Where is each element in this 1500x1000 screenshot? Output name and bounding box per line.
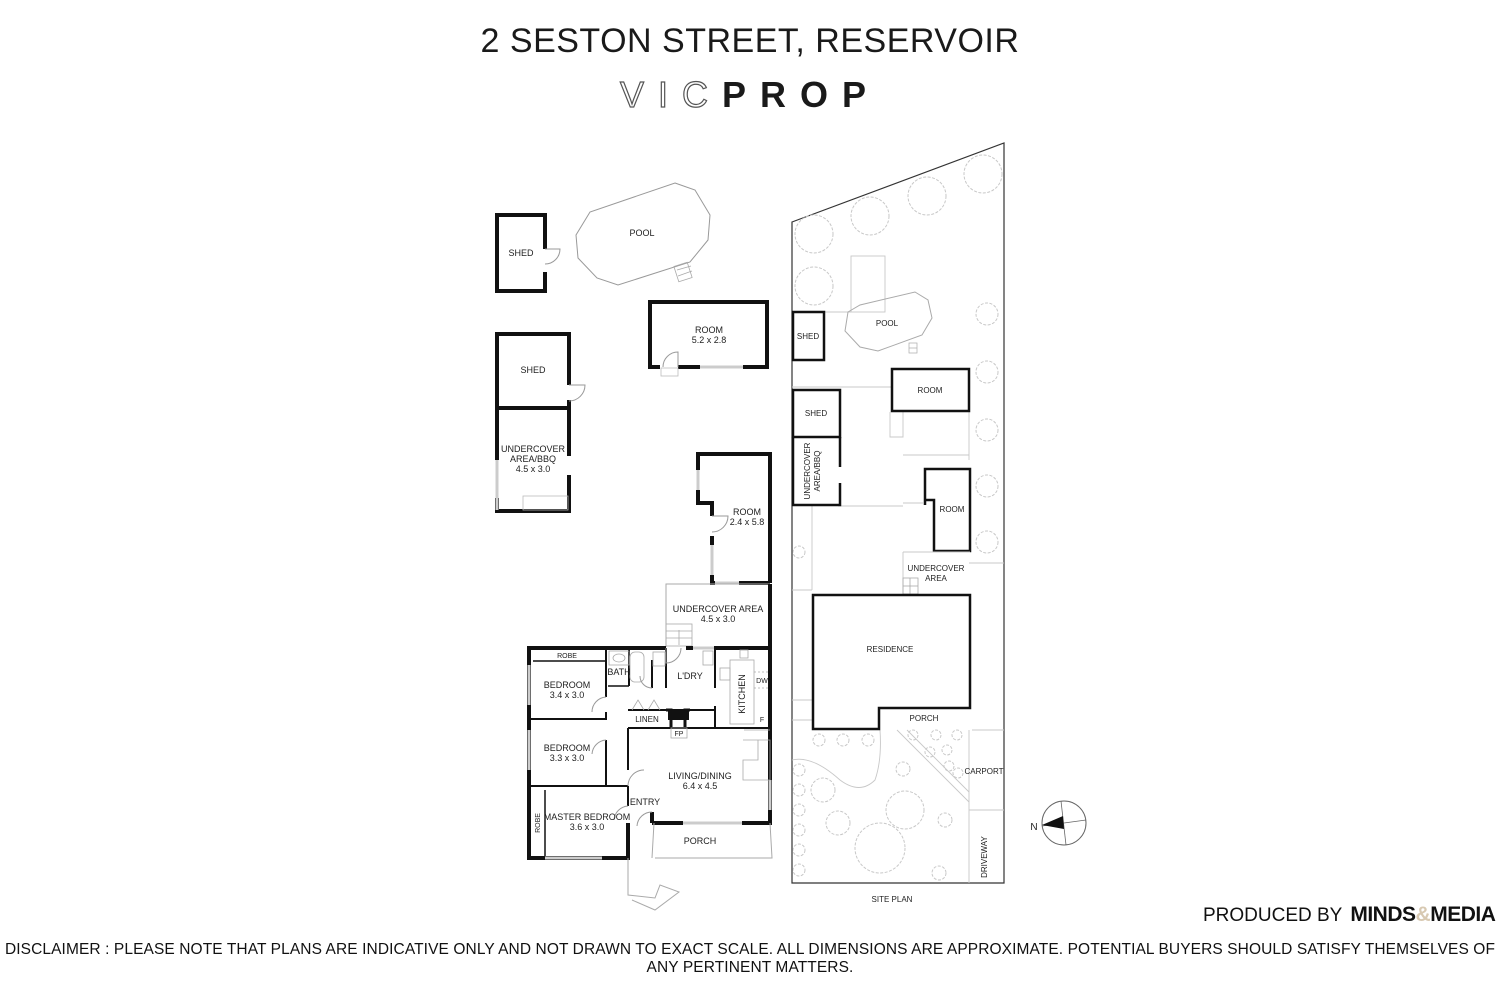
undercover-area-label: UNDERCOVER AREA <box>673 604 764 614</box>
master-bedroom-dims: 3.6 x 3.0 <box>570 822 605 832</box>
brand-logo-outline: VIC <box>619 73 722 115</box>
master-bedroom-label: MASTER BEDROOM <box>544 812 631 822</box>
fireplace-label: FP <box>675 731 684 738</box>
laundry-label: L'DRY <box>677 671 703 681</box>
bedroom-2-dims: 3.3 x 3.0 <box>550 753 585 763</box>
fridge-label: F <box>760 717 764 724</box>
produced-by-label: PRODUCED BY <box>1203 905 1343 926</box>
site-shed-2-label: SHED <box>805 409 827 418</box>
bedroom-1-label: BEDROOM <box>544 680 591 690</box>
floor-plan: SHED POOL ROOM 5.2 x 2.8 <box>495 182 773 911</box>
room-rear: ROOM 2.4 x 5.8 <box>696 452 772 585</box>
bedroom-1-dims: 3.4 x 3.0 <box>550 690 585 700</box>
compass-north-label: N <box>1030 822 1037 833</box>
property-address-title: 2 SESTON STREET, RESERVOIR <box>480 22 1020 60</box>
site-porch-label: PORCH <box>910 714 939 723</box>
main-house: ROBE BATH L'DRY KITCHEN DW F BEDROOM 3.4… <box>527 646 773 911</box>
site-plan-title: SITE PLAN <box>872 895 913 904</box>
undercover-bbq-dims: 4.5 x 3.0 <box>516 464 551 474</box>
brand-logo: VICPROP <box>0 73 1500 116</box>
compass-icon: N <box>1030 800 1087 846</box>
producer-name-part2: MEDIA <box>1430 903 1496 926</box>
site-undercover-bbq-label-2: AREA/BBQ <box>813 451 822 492</box>
robe-2-label: ROBE <box>535 813 542 833</box>
room-outbuilding: ROOM 5.2 x 2.8 <box>648 300 769 377</box>
living-dining-dims: 6.4 x 4.5 <box>683 781 718 791</box>
bedroom-2-label: BEDROOM <box>544 743 591 753</box>
room-outbuilding-label: ROOM <box>695 325 723 335</box>
undercover-area: UNDERCOVER AREA 4.5 x 3.0 <box>665 583 772 647</box>
room-outbuilding-dims: 5.2 x 2.8 <box>692 335 727 345</box>
producer-logo: MINDS&MEDIA <box>1350 903 1496 926</box>
site-shed-1-label: SHED <box>797 332 819 341</box>
site-plan: SHED POOL ROOM SHED UNDERCOVER AREA/BBQ … <box>791 142 1087 904</box>
room-rear-dims: 2.4 x 5.8 <box>730 517 765 527</box>
shed-2-label: SHED <box>520 365 546 375</box>
disclaimer-text: DISCLAIMER : PLEASE NOTE THAT PLANS ARE … <box>4 941 1496 976</box>
producer-ampersand: & <box>1415 903 1431 926</box>
site-undercover-label-1: UNDERCOVER <box>908 564 965 573</box>
site-driveway-label: DRIVEWAY <box>980 835 989 877</box>
kitchen-label: KITCHEN <box>737 674 747 714</box>
undercover-bbq-label-2: AREA/BBQ <box>510 454 556 464</box>
shed-1: SHED <box>495 213 561 293</box>
living-dining-label: LIVING/DINING <box>668 771 732 781</box>
shed-1-label: SHED <box>508 248 534 258</box>
dw-label: DW <box>756 678 768 685</box>
site-pool-label: POOL <box>876 319 899 328</box>
site-undercover-label-2: AREA <box>925 574 947 583</box>
undercover-bbq-label-1: UNDERCOVER <box>501 444 566 454</box>
entry-label: ENTRY <box>630 797 660 807</box>
pool-label: POOL <box>629 228 654 238</box>
porch-label: PORCH <box>684 836 717 846</box>
site-undercover-bbq-label-1: UNDERCOVER <box>803 442 812 499</box>
producer-name-part1: MINDS <box>1350 903 1416 926</box>
linen-label: LINEN <box>635 715 659 724</box>
brand-logo-solid: PROP <box>721 74 881 115</box>
trees <box>792 154 1003 881</box>
site-residence-label: RESIDENCE <box>867 645 914 654</box>
site-room-1-label: ROOM <box>918 386 943 395</box>
site-room-2-label: ROOM <box>940 505 965 514</box>
produced-by-credit: PRODUCED BY MINDS&MEDIA <box>1203 903 1496 927</box>
pool: POOL <box>575 182 711 286</box>
robe-1-label: ROBE <box>557 653 577 660</box>
undercover-area-dims: 4.5 x 3.0 <box>701 614 736 624</box>
shed-2-and-bbq: SHED UNDERCOVER AREA/BBQ 4.5 x 3.0 <box>495 332 586 513</box>
bath-label: BATH <box>607 667 630 677</box>
site-carport-label: CARPORT <box>965 767 1004 776</box>
room-rear-label: ROOM <box>733 507 761 517</box>
